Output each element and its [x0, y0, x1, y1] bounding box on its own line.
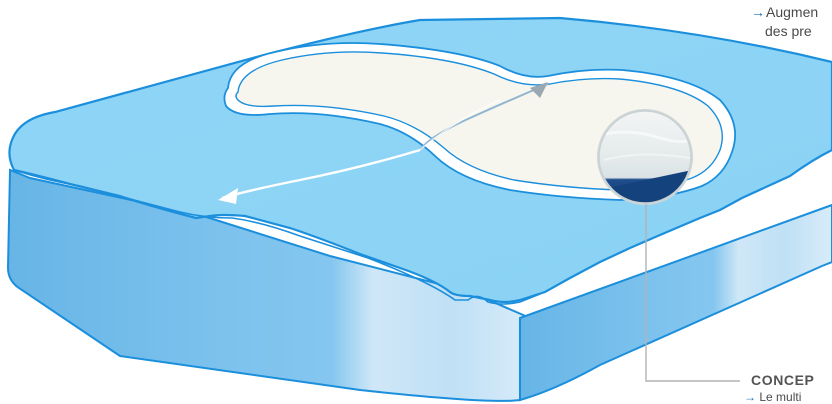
- bottom-annotation: CONCEP → Le multi: [751, 372, 815, 404]
- bottom-annotation-subtitle-row: → Le multi: [744, 389, 815, 404]
- top-annotation-line2: des pre: [751, 22, 818, 41]
- top-annotation: →Augmen des pre: [751, 3, 818, 41]
- bottom-annotation-subtitle: Le multi: [759, 390, 801, 404]
- bottom-annotation-title: CONCEP: [751, 372, 815, 389]
- arrow-right-icon: →: [744, 390, 756, 404]
- magnifier-circle-icon: [598, 110, 692, 204]
- top-annotation-line1: Augmen: [766, 4, 818, 20]
- arrow-right-icon: →: [751, 4, 765, 20]
